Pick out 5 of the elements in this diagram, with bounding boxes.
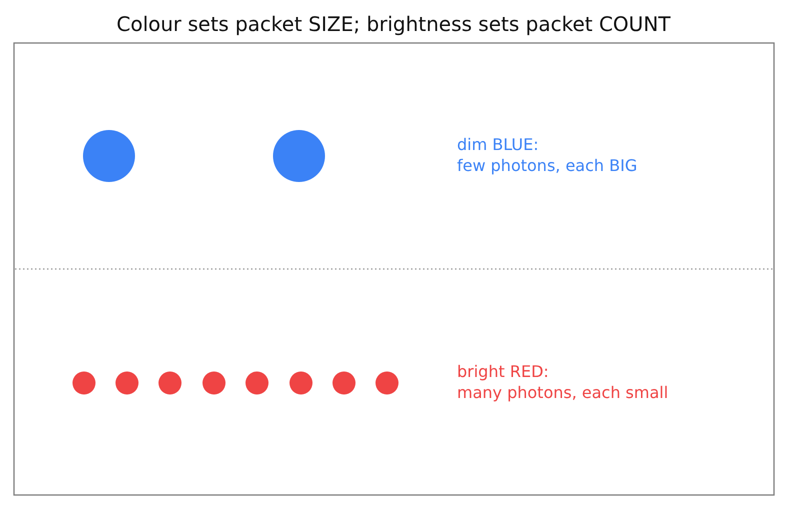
annotation-text: many photons, each small	[457, 383, 668, 403]
chart-title: Colour sets packet SIZE; brightness sets packet COUNT	[116, 12, 672, 36]
annotation-text: bright RED:	[457, 362, 549, 382]
annotation-text: dim BLUE:	[457, 135, 539, 155]
annotation-text: few photons, each BIG	[457, 156, 638, 176]
